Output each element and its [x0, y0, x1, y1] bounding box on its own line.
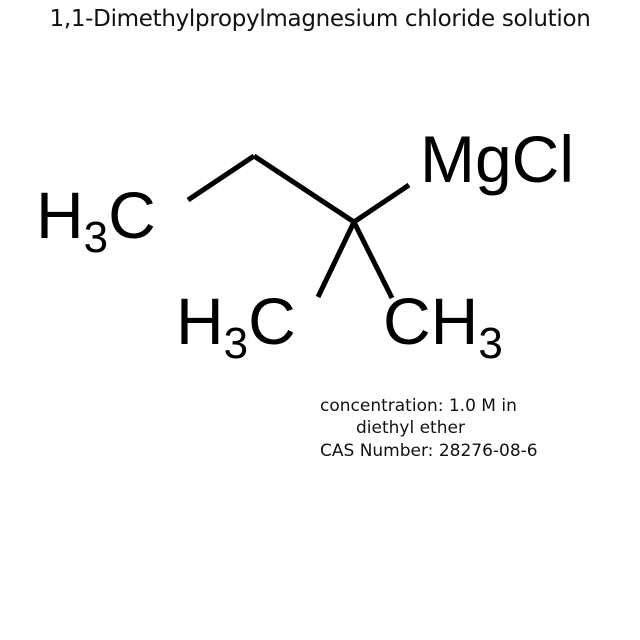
bond-ch3-ch2 — [186, 153, 256, 203]
concentration-line-1: concentration: 1.0 M in — [320, 396, 517, 416]
concentration-line-2: diethyl ether — [356, 418, 465, 438]
cas-number: CAS Number: 28276-08-6 — [320, 441, 538, 461]
bonds — [186, 153, 411, 300]
bond-c-mg — [352, 182, 411, 225]
bond-c-ch3-right — [351, 220, 395, 300]
compound-title: 1,1-Dimethylpropylmagnesium chloride sol… — [49, 6, 591, 32]
bond-c-ch3-left — [315, 220, 357, 299]
mgcl-label: MgCl — [420, 122, 574, 196]
bottom-right-methyl-label: CH3 — [383, 284, 503, 368]
bond-ch2-c — [252, 153, 356, 225]
bottom-left-methyl-label: H3C — [176, 284, 296, 368]
left-methyl-label: H3C — [36, 178, 156, 262]
